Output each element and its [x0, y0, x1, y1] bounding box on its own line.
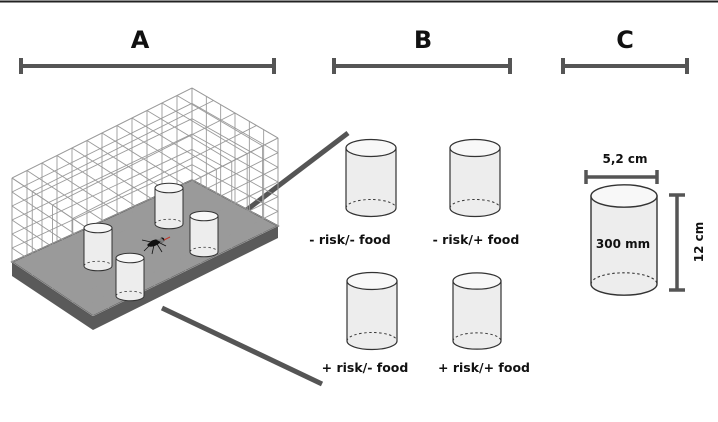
cage-cup	[189, 210, 219, 258]
panel-c-header: C	[561, 26, 689, 74]
condition-cup-2	[449, 138, 501, 218]
mesh-wire	[92, 225, 279, 317]
condition-cup-4	[452, 272, 502, 350]
container-cylinder	[590, 184, 658, 296]
cage-illustration	[10, 87, 280, 330]
panel-c-label: C	[616, 26, 634, 54]
mesh-wire	[11, 233, 94, 289]
mesh-wire	[11, 247, 94, 303]
connector-line-bottom	[160, 305, 324, 387]
mesh-wire	[11, 133, 193, 221]
mesh-wire	[191, 133, 279, 183]
panel-b-header: B	[332, 26, 512, 74]
mosquito-icon	[141, 235, 171, 255]
connector-line-top	[238, 131, 350, 217]
cage-cups	[83, 182, 219, 302]
condition-label-3: + risk/- food	[322, 360, 409, 375]
mesh-wire	[11, 191, 94, 247]
volume-label: 300 mm	[596, 237, 650, 251]
height-label: 12 cm	[692, 222, 706, 263]
mesh-wire	[32, 100, 214, 192]
condition-label-4: + risk/+ food	[438, 360, 530, 375]
cage-cup	[115, 252, 145, 302]
mesh-wire	[92, 137, 279, 233]
condition-cup-1	[345, 138, 397, 218]
mesh-wire	[11, 118, 193, 207]
mesh-wire	[11, 177, 94, 233]
mesh-wire	[11, 102, 193, 193]
panel-b-label: B	[414, 26, 432, 54]
cage-cup	[154, 182, 184, 230]
condition-cup-3	[346, 271, 398, 351]
cage-cup	[83, 222, 113, 272]
condition-label-2: - risk/+ food	[433, 232, 520, 247]
mesh-wire	[11, 261, 94, 317]
panel-a-header: A	[19, 26, 276, 74]
mesh-wire	[11, 87, 193, 179]
diameter-label: 5,2 cm	[602, 152, 647, 166]
mesh-wire	[72, 125, 257, 219]
mesh-wire	[11, 205, 94, 261]
mesh-wire	[11, 164, 193, 249]
container-cup	[590, 184, 658, 296]
mesh-wire	[92, 152, 279, 247]
container-diagram: 5,2 cm 300 mm 12 cm	[584, 152, 706, 296]
panel-b-cups	[345, 138, 502, 351]
panel-a-label: A	[131, 26, 150, 54]
condition-label-1: - risk/- food	[309, 232, 390, 247]
mesh-wire	[11, 148, 193, 235]
mesh-wire	[11, 219, 94, 275]
mesh-wire	[191, 118, 279, 168]
mesh-wire	[191, 102, 279, 154]
mesh-wire	[52, 112, 236, 206]
mesh-wire	[92, 166, 279, 261]
